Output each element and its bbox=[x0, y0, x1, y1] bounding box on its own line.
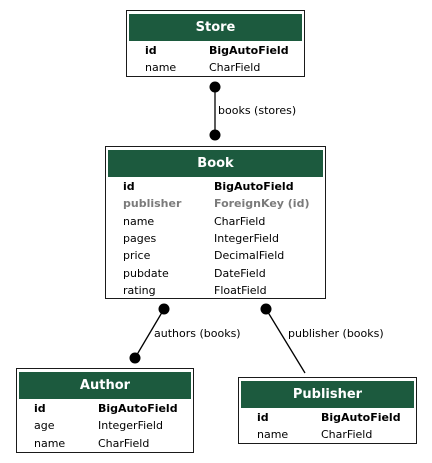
field-name: name bbox=[257, 428, 289, 442]
field-name: name bbox=[34, 436, 66, 450]
field-type: BigAutoField bbox=[98, 402, 178, 416]
model-book[interactable]: Book id BigAutoField publisher ForeignKey (… bbox=[105, 146, 326, 299]
model-title: Store bbox=[129, 14, 302, 41]
field-type: ForeignKey (id) bbox=[214, 197, 310, 211]
field-row-pages: pages IntegerField bbox=[106, 230, 325, 247]
field-type: DecimalField bbox=[214, 249, 285, 263]
field-row-name: name CharField bbox=[127, 59, 304, 76]
model-store[interactable]: Store id BigAutoField name CharField bbox=[126, 10, 305, 77]
field-row-pubdate: pubdate DateField bbox=[106, 264, 325, 281]
field-row-publisher: publisher ForeignKey (id) bbox=[106, 195, 325, 212]
field-name: id bbox=[145, 44, 157, 58]
field-type: CharField bbox=[98, 436, 150, 450]
model-title: Publisher bbox=[241, 381, 414, 408]
edge-endpoint-book-top bbox=[209, 129, 221, 141]
model-title: Book bbox=[108, 150, 323, 177]
edge-endpoint-author bbox=[129, 352, 141, 364]
field-type: DateField bbox=[214, 266, 266, 280]
field-name: age bbox=[34, 419, 55, 433]
field-row-age: age IntegerField bbox=[17, 417, 193, 434]
field-type: CharField bbox=[214, 214, 266, 228]
field-type: BigAutoField bbox=[321, 411, 401, 425]
model-author[interactable]: Author id BigAutoField age IntegerField name… bbox=[16, 368, 194, 453]
field-name: name bbox=[145, 61, 177, 75]
model-publisher[interactable]: Publisher id BigAutoField name CharField bbox=[238, 377, 417, 444]
field-list: id BigAutoField name CharField bbox=[239, 408, 416, 444]
field-name: pubdate bbox=[123, 266, 169, 280]
field-type: CharField bbox=[209, 61, 261, 75]
field-row-id: id BigAutoField bbox=[106, 178, 325, 195]
edge-endpoint-book-publisher bbox=[260, 303, 272, 315]
field-type: IntegerField bbox=[98, 419, 163, 433]
field-row-rating: rating FloatField bbox=[106, 282, 325, 299]
relation-label-publisher-books: publisher (books) bbox=[288, 327, 384, 340]
field-type: CharField bbox=[321, 428, 373, 442]
field-name: id bbox=[123, 180, 135, 194]
edge-endpoint-store bbox=[209, 81, 221, 93]
field-type: BigAutoField bbox=[209, 44, 289, 58]
relation-label-authors-books: authors (books) bbox=[154, 327, 241, 340]
field-name: id bbox=[34, 402, 46, 416]
field-list: id BigAutoField name CharField bbox=[127, 41, 304, 77]
field-name: price bbox=[123, 249, 151, 263]
field-row-name: name CharField bbox=[239, 426, 416, 443]
field-name: rating bbox=[123, 283, 156, 297]
field-name: publisher bbox=[123, 197, 182, 211]
field-list: id BigAutoField age IntegerField name CharFie… bbox=[17, 399, 193, 452]
field-row-price: price DecimalField bbox=[106, 247, 325, 264]
relation-label-books-stores: books (stores) bbox=[218, 104, 297, 117]
field-type: IntegerField bbox=[214, 232, 279, 246]
field-name: pages bbox=[123, 232, 157, 246]
field-type: BigAutoField bbox=[214, 180, 294, 194]
field-type: FloatField bbox=[214, 283, 267, 297]
model-title: Author bbox=[19, 372, 191, 399]
field-name: name bbox=[123, 214, 155, 228]
field-row-name: name CharField bbox=[17, 435, 193, 452]
field-row-id: id BigAutoField bbox=[17, 400, 193, 417]
field-list: id BigAutoField publisher ForeignKey (id) na… bbox=[106, 177, 325, 299]
field-row-name: name CharField bbox=[106, 213, 325, 230]
field-name: id bbox=[257, 411, 269, 425]
edge-book-author bbox=[134, 308, 165, 359]
field-row-id: id BigAutoField bbox=[239, 409, 416, 426]
field-row-id: id BigAutoField bbox=[127, 42, 304, 59]
edge-endpoint-book-authors bbox=[158, 303, 170, 315]
edge-book-publisher bbox=[265, 308, 306, 374]
